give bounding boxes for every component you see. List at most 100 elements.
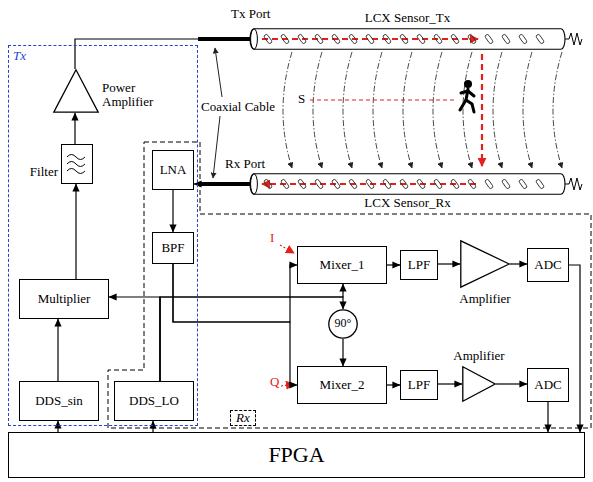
cable-slot	[535, 179, 544, 189]
adc-box: ADC	[527, 368, 569, 402]
signal-connector	[75, 184, 76, 279]
field-line	[433, 52, 442, 168]
cable-slot	[535, 34, 544, 44]
shape-outline	[62, 145, 91, 182]
amplifier-triangle	[461, 241, 509, 287]
cable-slot	[297, 179, 306, 189]
cable-outline	[250, 29, 565, 49]
signal-connector	[438, 263, 460, 264]
filter-box: Filter	[61, 144, 93, 184]
field-line	[493, 52, 502, 168]
cable-slot	[467, 34, 476, 44]
cable-slot	[433, 179, 442, 189]
field-line	[553, 52, 562, 168]
signal-connector	[152, 421, 153, 432]
node-label: ADC	[534, 258, 561, 272]
person-legs	[460, 100, 474, 112]
node-label: Rx	[230, 410, 256, 426]
node-label: Multiplier	[38, 292, 91, 306]
node-label: BPF	[161, 241, 184, 255]
shape-outline	[462, 366, 496, 402]
leader-line	[215, 48, 222, 97]
i-arrow	[280, 245, 294, 253]
signal-connector	[173, 264, 297, 385]
cable-slot	[484, 179, 493, 189]
signal-connector	[75, 39, 250, 69]
node-label: Amplifier	[453, 349, 504, 363]
lna-box: LNA	[152, 150, 194, 190]
field-line	[463, 52, 472, 168]
cable-slot	[297, 34, 306, 44]
cable-slot	[450, 179, 459, 189]
node-label: LNA	[160, 163, 187, 177]
signal-path-segment	[262, 183, 476, 185]
signal-connector	[74, 113, 75, 144]
dds-box: DDS_sin	[19, 381, 99, 421]
adc-box: ADC	[527, 248, 569, 282]
cable-slot	[280, 179, 289, 189]
node-label: Tx	[13, 49, 26, 63]
bpf-box: BPF	[152, 232, 194, 264]
node-label: ADC	[534, 378, 561, 392]
shape-outline	[250, 28, 565, 50]
cable-slot	[450, 34, 459, 44]
cable-slot	[416, 34, 425, 44]
signal-connector	[438, 383, 462, 384]
cable-end	[251, 29, 258, 49]
field-line	[523, 52, 532, 168]
person-icon	[460, 80, 474, 112]
cable-slot	[263, 34, 272, 44]
node-label: DDS_sin	[35, 394, 83, 408]
cable-slot	[484, 34, 493, 44]
cable-slot	[280, 34, 289, 44]
multiplier-box: Multiplier	[19, 279, 109, 319]
cable-slot	[433, 34, 442, 44]
leader-line	[213, 116, 220, 178]
signal-connector	[510, 263, 527, 264]
lcx-sensor-cable: LCX Sensor_Tx	[250, 28, 565, 50]
annotation-label: S	[297, 92, 306, 106]
node-label: LCX Sensor_Tx	[365, 11, 451, 25]
signal-connector	[496, 383, 527, 384]
amplifier-triangle	[463, 367, 495, 401]
cable-slot	[382, 34, 391, 44]
signal-path	[262, 39, 482, 184]
amplifier-triangle	[54, 70, 98, 112]
signal-connector	[57, 421, 58, 432]
cable-slot	[348, 179, 357, 189]
node-label: Amplifier	[459, 292, 510, 306]
signal-connector	[387, 264, 400, 265]
amplifier-symbol: Amplifier	[460, 240, 510, 288]
shape-outline	[53, 69, 99, 113]
dds-box: DDS_LO	[114, 381, 194, 421]
node-label: Mixer_1	[320, 258, 365, 272]
signal-connector	[109, 297, 160, 381]
phase-circle	[329, 310, 357, 338]
lcx-sensor-cable: LCX Sensor_Rx	[250, 173, 565, 195]
mixer-box: Mixer_2	[297, 366, 387, 404]
amplifier-symbol: Amplifier	[462, 366, 496, 402]
node-label: LPF	[408, 378, 430, 392]
shape-outline	[250, 173, 565, 195]
signal-path-segment	[262, 38, 478, 40]
node-label: Filter	[30, 165, 58, 179]
rx-region: RxLNABPFMixer_1LPFAmplifierADC90°Mixer_2…	[108, 142, 593, 429]
node-label: Power Amplifier	[102, 81, 164, 110]
cable-slot	[518, 34, 527, 44]
termination-resistor	[565, 33, 582, 45]
filter-wave	[67, 154, 85, 159]
phase-shifter-circle: 90°	[328, 309, 358, 339]
field-lines	[283, 52, 562, 168]
signal-connector	[173, 264, 297, 322]
cable-end	[251, 174, 258, 194]
cable-slot	[467, 179, 476, 189]
field-line	[373, 52, 382, 168]
signal-connector	[342, 339, 343, 366]
field-line	[403, 52, 412, 168]
rx-outline	[108, 142, 591, 428]
field-line	[283, 52, 292, 168]
lpf-box: LPF	[400, 370, 438, 400]
cable-slot	[382, 179, 391, 189]
annotation-label: Tx Port	[230, 7, 271, 21]
signal-path-segment	[481, 54, 483, 166]
